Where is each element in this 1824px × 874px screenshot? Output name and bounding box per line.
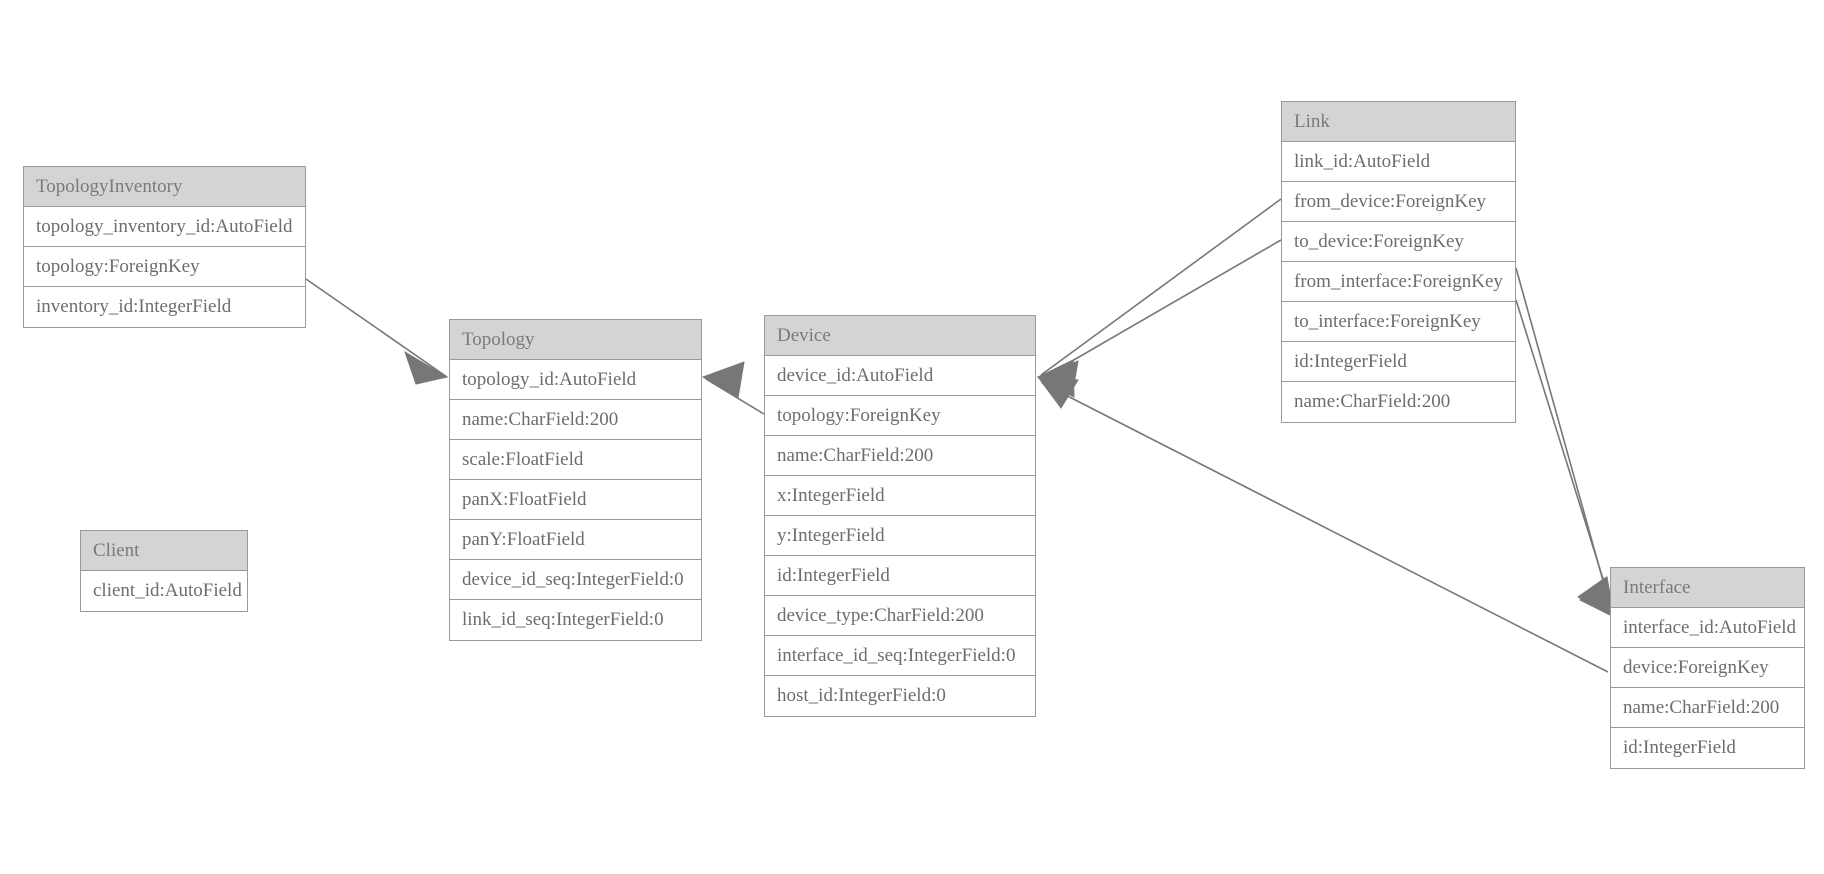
arrowhead-icon	[1036, 376, 1079, 409]
entity-field: scale:FloatField	[450, 440, 701, 480]
entity-field: inventory_id:IntegerField	[24, 287, 305, 327]
entity-field: device_id:AutoField	[765, 356, 1035, 396]
entity-field: name:CharField:200	[765, 436, 1035, 476]
entity-field: client_id:AutoField	[81, 571, 247, 611]
relationship-edge	[701, 361, 765, 415]
entity-field: topology_id:AutoField	[450, 360, 701, 400]
entity-field: device:ForeignKey	[1611, 648, 1804, 688]
entity-field: to_device:ForeignKey	[1282, 222, 1515, 262]
entity-field: x:IntegerField	[765, 476, 1035, 516]
entity-field: device_type:CharField:200	[765, 596, 1035, 636]
relationship-edge	[1515, 299, 1615, 618]
entity-field: link_id_seq:IntegerField:0	[450, 600, 701, 640]
entity-field: name:CharField:200	[450, 400, 701, 440]
arrowhead-icon	[1577, 577, 1615, 618]
arrowhead-icon	[404, 350, 449, 385]
entity-title-topology: Topology	[450, 320, 701, 360]
entity-field: panY:FloatField	[450, 520, 701, 560]
entity-field: from_device:ForeignKey	[1282, 182, 1515, 222]
entity-title-client: Client	[81, 531, 247, 571]
arrowhead-icon	[1036, 359, 1075, 398]
relationship-edge	[1036, 239, 1282, 398]
entity-field: host_id:IntegerField:0	[765, 676, 1035, 716]
entity-field: name:CharField:200	[1611, 688, 1804, 728]
entity-field: topology_inventory_id:AutoField	[24, 207, 305, 247]
entity-field: y:IntegerField	[765, 516, 1035, 556]
arrowhead-icon	[701, 361, 745, 399]
relationship-edge	[1515, 267, 1615, 618]
entity-title-interface: Interface	[1611, 568, 1804, 608]
entity-field: device_id_seq:IntegerField:0	[450, 560, 701, 600]
relationship-edge	[1036, 198, 1282, 397]
arrowhead-icon	[1579, 576, 1615, 618]
entity-field: id:IntegerField	[1611, 728, 1804, 768]
entity-field: id:IntegerField	[1282, 342, 1515, 382]
entity-field: to_interface:ForeignKey	[1282, 302, 1515, 342]
arrowhead-icon	[1036, 360, 1079, 397]
entity-field: id:IntegerField	[765, 556, 1035, 596]
entity-title-device: Device	[765, 316, 1035, 356]
entity-field: panX:FloatField	[450, 480, 701, 520]
entity-field: topology:ForeignKey	[24, 247, 305, 287]
entity-field: from_interface:ForeignKey	[1282, 262, 1515, 302]
entity-title-topology_inventory: TopologyInventory	[24, 167, 305, 207]
entity-field: link_id:AutoField	[1282, 142, 1515, 182]
entity-field: interface_id:AutoField	[1611, 608, 1804, 648]
entity-title-link: Link	[1282, 102, 1515, 142]
entity-field: topology:ForeignKey	[765, 396, 1035, 436]
relationship-edge	[305, 278, 449, 385]
entity-field: interface_id_seq:IntegerField:0	[765, 636, 1035, 676]
entity-field: name:CharField:200	[1282, 382, 1515, 422]
